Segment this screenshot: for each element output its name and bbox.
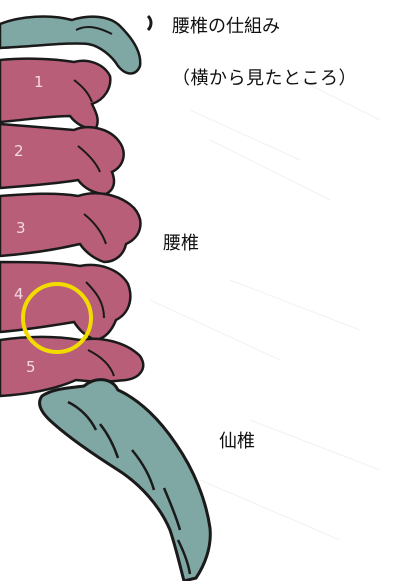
vertebra-number-4: 4 bbox=[14, 285, 24, 303]
vertebra-number-1: 1 bbox=[34, 73, 44, 91]
sacrum-label: 仙椎 bbox=[219, 427, 255, 453]
vertebra-number-2: 2 bbox=[14, 142, 24, 160]
lumbar-label: 腰椎 bbox=[163, 229, 199, 255]
diagram-subtitle: （横から見たところ） bbox=[172, 64, 357, 90]
vertebra-number-5: 5 bbox=[26, 358, 36, 376]
diagram-title: 腰椎の仕組み bbox=[172, 12, 280, 38]
vertebra-number-3: 3 bbox=[16, 219, 26, 237]
small-tick-mark bbox=[148, 16, 151, 30]
sacrum bbox=[40, 380, 211, 581]
vertebra-l1 bbox=[0, 59, 110, 129]
